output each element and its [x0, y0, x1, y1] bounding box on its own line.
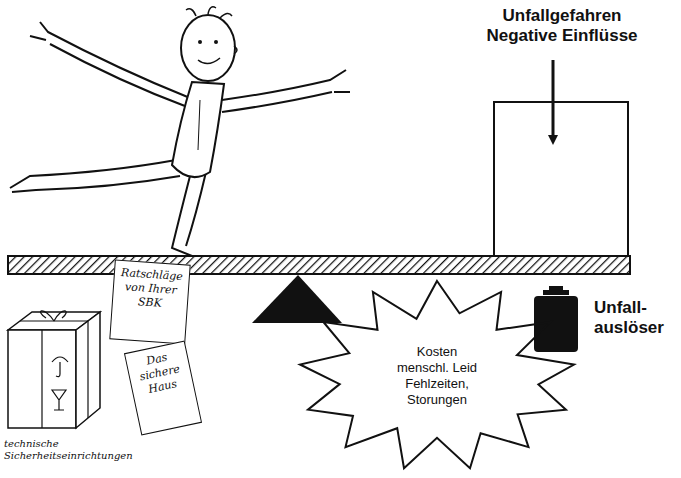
hazard-label: Unfallgefahren Negative Einflüsse	[478, 6, 646, 47]
cost-starburst: Kosten menschl. Leid Fehlzeiten, Storung…	[296, 278, 578, 474]
safety-booklet: Das sichere Haus	[124, 340, 202, 435]
safety-devices-label: technische Sicherheitseinrichtungen	[4, 438, 154, 462]
node-text: Kosten menschl. Leid Fehlzeiten, Storung…	[395, 344, 479, 409]
advice-leaflet: Ratschläge von Ihrer SBK	[109, 259, 190, 344]
node-text: Das sichere Haus	[130, 347, 189, 398]
trigger-label: Unfall- auslöser	[594, 298, 676, 339]
node-text: Ratschläge von Ihrer SBK	[117, 266, 186, 312]
